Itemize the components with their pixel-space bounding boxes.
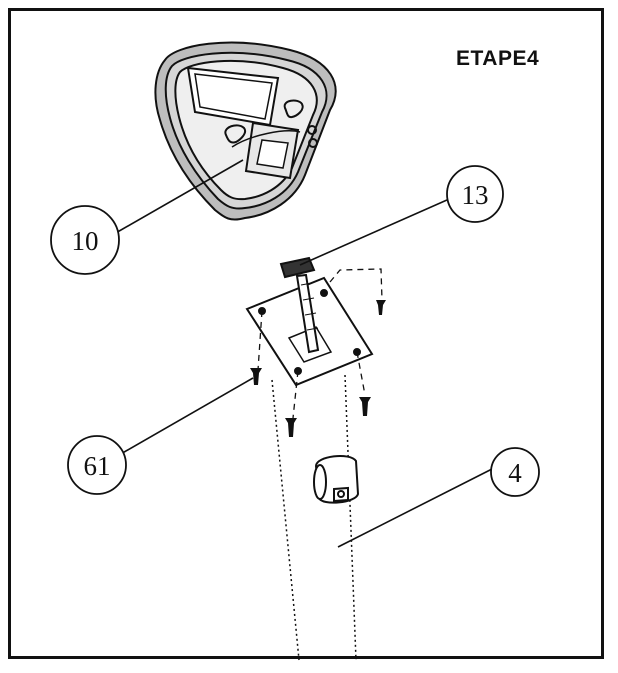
screw-set [250,300,386,437]
callout-13-label: 13 [462,180,489,210]
step-title: ETAPE4 [456,47,540,70]
callout-61: 61 [67,435,127,495]
upright-mast [271,374,357,661]
mast-clamp [313,454,360,504]
callout-10: 10 [50,205,120,275]
leader-lines [113,159,493,548]
callout-13: 13 [446,165,504,223]
callout-4-label: 4 [508,458,522,488]
callout-10-label: 10 [72,226,99,256]
screw-guides [257,268,383,419]
console-unit [154,41,337,221]
callout-4: 4 [490,447,540,497]
callout-61-label: 61 [84,451,111,481]
